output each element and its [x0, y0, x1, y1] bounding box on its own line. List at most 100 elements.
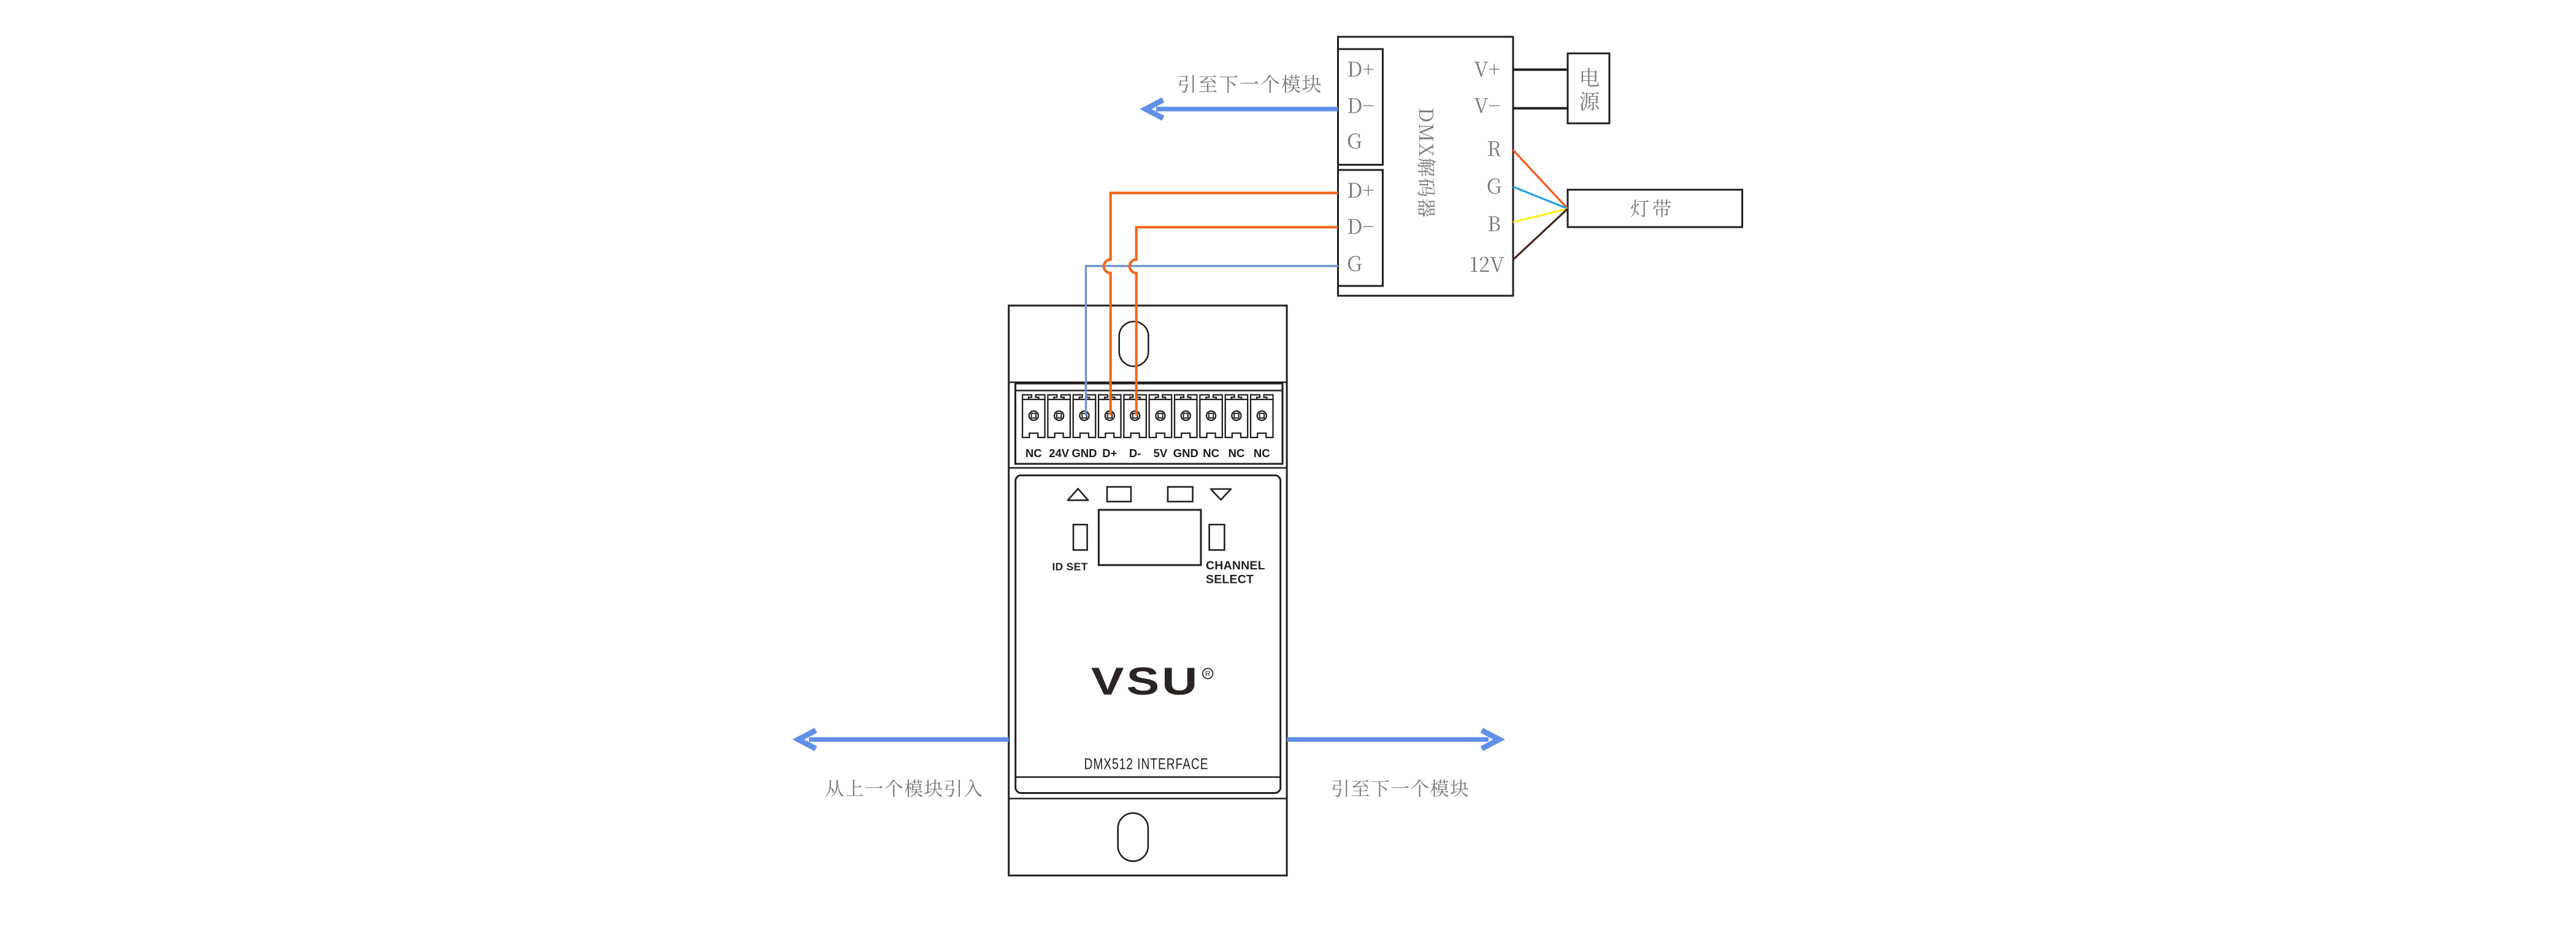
brand-logo: VSU: [1091, 660, 1200, 703]
terminal-clip-right: [1212, 394, 1223, 399]
terminal-screw-slot-icon: [1056, 412, 1062, 419]
registered-trademark-circle: [1202, 668, 1214, 680]
decoder-out-dplus-label: [1347, 61, 1374, 77]
wire-r-red: [1512, 149, 1569, 210]
terminal-screw-slot-icon: [1259, 412, 1265, 419]
arrow-from-previous-module: [792, 728, 1009, 752]
arrow-head-left-icon: [792, 728, 818, 752]
terminal-label: NC: [1203, 447, 1219, 460]
power-supply-label: [1579, 67, 1600, 111]
terminal-label: NC: [1229, 447, 1245, 460]
terminal-clip-left: [1199, 394, 1210, 399]
terminal-clip-left: [1072, 394, 1083, 399]
terminal-body: [1173, 398, 1198, 439]
terminal-body: [1123, 398, 1148, 439]
decoder-r-label: [1487, 141, 1501, 156]
arrow-to-next-module-top: [1140, 97, 1338, 121]
terminal-clip-right: [1263, 394, 1274, 399]
terminal-label: 24V: [1049, 447, 1070, 460]
terminal-label: NC: [1025, 447, 1042, 460]
button-window-right: [1167, 486, 1194, 503]
terminal-clip-left: [1249, 394, 1261, 399]
channel-select-label-line1: CHANNEL: [1206, 559, 1265, 572]
arrow-head-right-icon: [1480, 728, 1505, 752]
terminal-screw-icon: [1256, 410, 1268, 422]
terminal-body: [1047, 398, 1071, 439]
arrow-to-next-module-right: [1287, 728, 1505, 752]
terminal-label: NC: [1254, 447, 1270, 460]
terminal-7-gnd: GND: [1173, 394, 1198, 460]
terminal-screw-slot-icon: [1208, 412, 1214, 419]
terminal-body: [1224, 398, 1249, 439]
id-set-label: ID SET: [1052, 561, 1087, 573]
terminal-screw-icon: [1205, 410, 1217, 422]
power-supply-box: [1566, 52, 1611, 125]
decoder-g-label: [1487, 178, 1501, 194]
terminal-clip-right: [1238, 394, 1249, 399]
terminal-6-5v: 5V: [1148, 394, 1173, 460]
product-label: DMX512 INTERFACE: [1084, 755, 1209, 772]
terminal-clip-left: [1047, 394, 1058, 399]
terminal-clip-left: [1097, 394, 1109, 399]
terminal-3-gnd: GND: [1071, 394, 1097, 460]
dmx-decoder-box: [1337, 36, 1514, 297]
wire-g-blue: [1512, 185, 1568, 210]
terminal-screw-icon: [1180, 410, 1192, 422]
down-arrow-button: [1209, 488, 1232, 501]
terminal-clip-right: [1035, 394, 1046, 399]
decoder-12v-label: [1470, 256, 1505, 272]
led-strip-label: [1631, 199, 1671, 217]
terminal-label: GND: [1173, 447, 1198, 460]
wire-gnd-blue: [1084, 264, 1338, 415]
terminal-9-nc: NC: [1224, 394, 1249, 460]
module-face-panel: [1014, 474, 1282, 794]
terminal-screw-icon: [1231, 410, 1242, 422]
terminal-clip-left: [1224, 394, 1235, 399]
channel-select-button: [1208, 523, 1225, 551]
terminal-body: [1249, 398, 1274, 439]
id-set-button: [1072, 523, 1088, 551]
decoder-outline: [1337, 36, 1514, 297]
registered-trademark-letter: R: [1205, 669, 1211, 678]
terminal-screw-icon: [1079, 410, 1090, 422]
up-arrow-button: [1067, 488, 1089, 501]
terminal-2-24v: 24V: [1047, 394, 1071, 460]
module-outline: [1008, 304, 1288, 877]
terminal-1-nc: NC: [1021, 394, 1046, 460]
decoder-in-dminus-label: [1347, 219, 1374, 234]
terminal-clip-right: [1162, 394, 1173, 399]
label-to-next-module-top: [1178, 75, 1321, 93]
wire-dminus-orange: [1128, 226, 1338, 415]
decoder-vplus-label: [1474, 61, 1500, 77]
channel-select-label-line2: SELECT: [1206, 573, 1254, 587]
terminal-screw-icon: [1053, 410, 1065, 422]
terminal-clip-right: [1187, 394, 1198, 399]
terminal-clip-left: [1148, 394, 1159, 399]
decoder-in-dplus-label: [1347, 183, 1374, 198]
label-from-previous-module: [826, 779, 983, 797]
wires: [1084, 68, 1569, 415]
terminal-body: [1199, 398, 1224, 439]
terminal-clip-left: [1173, 394, 1185, 399]
decoder-out-g-label: [1347, 133, 1362, 149]
terminal-clip-left: [1123, 394, 1134, 399]
terminal-screw-icon: [1028, 410, 1040, 422]
terminal-screw-icon: [1155, 410, 1166, 422]
power-supply-outline: [1566, 52, 1611, 125]
label-to-next-module-right: [1332, 779, 1469, 797]
terminal-10-nc: NC: [1249, 394, 1274, 460]
terminal-body: [1097, 398, 1122, 439]
terminal-screw-slot-icon: [1157, 412, 1163, 419]
mounting-hole-top: [1118, 320, 1149, 368]
terminal-body: [1148, 398, 1173, 439]
terminal-label: D+: [1102, 447, 1117, 460]
terminal-strip: [1014, 382, 1284, 465]
display-window: [1097, 509, 1202, 566]
button-window-left: [1106, 486, 1132, 503]
terminal-screw-slot-icon: [1183, 412, 1189, 419]
flow-arrows: [792, 97, 1505, 752]
arrow-head-left-icon: [1140, 97, 1165, 121]
